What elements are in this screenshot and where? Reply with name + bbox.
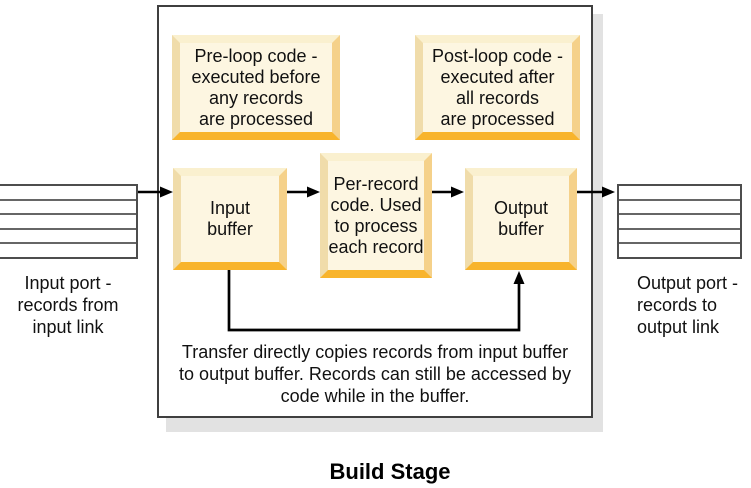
per-record-code-text: Per-record — [333, 173, 419, 194]
post-loop-code-text: Post-loop code - — [431, 45, 564, 66]
record-row — [619, 215, 740, 230]
output-port-label-line: Output port - — [637, 273, 739, 293]
pre-loop-code-text: are processed — [198, 108, 314, 129]
output-port-records — [617, 184, 742, 259]
output-port-label: Output port - records to output link — [637, 272, 751, 338]
record-row — [0, 230, 136, 245]
record-row — [0, 186, 136, 201]
output-port-label-line: records to — [637, 295, 718, 315]
input-port-label: Input port - records from input link — [0, 272, 136, 338]
input-buffer-text: buffer — [207, 219, 253, 239]
per-record-code-text: code. Used — [330, 194, 422, 215]
transfer-note: Transfer directly copies records from in… — [157, 341, 593, 407]
input-buffer-text: Input — [209, 198, 251, 218]
record-row — [0, 215, 136, 230]
output-port-label-line: output link — [637, 317, 720, 337]
per-record-code-text: to process — [334, 215, 418, 236]
output-buffer-text: Output — [493, 198, 549, 218]
transfer-note-line: Transfer directly copies records from in… — [181, 342, 569, 362]
input-port-label-line: input link — [32, 317, 104, 337]
pre-loop-code-text: executed before — [191, 66, 321, 87]
output-buffer-text: buffer — [498, 219, 544, 239]
output-buffer-box: Output buffer — [465, 168, 577, 270]
input-port-label-line: Input port - — [24, 273, 112, 293]
post-loop-code-text: all records — [455, 87, 540, 108]
input-port-label-line: records from — [17, 295, 119, 315]
per-record-code-text: each record — [328, 236, 424, 257]
transfer-note-line: code while in the buffer. — [280, 386, 470, 406]
record-row — [619, 186, 740, 201]
record-row — [619, 201, 740, 216]
record-row — [0, 201, 136, 216]
post-loop-code-text: are processed — [440, 108, 555, 129]
record-row — [619, 244, 740, 257]
pre-loop-code-box: Pre-loop code - executed before any reco… — [172, 35, 340, 140]
post-loop-code-box: Post-loop code - executed after all reco… — [415, 35, 580, 140]
pre-loop-code-text: any records — [208, 87, 304, 108]
per-record-code-box: Per-record code. Used to process each re… — [320, 153, 432, 278]
diagram-title: Build Stage — [329, 459, 451, 484]
post-loop-code-text: executed after — [440, 66, 555, 87]
transfer-note-line: to output buffer. Records can still be a… — [179, 364, 571, 384]
record-row — [0, 244, 136, 257]
pre-loop-code-text: Pre-loop code - — [194, 45, 318, 66]
record-row — [619, 230, 740, 245]
input-buffer-box: Input buffer — [173, 168, 287, 270]
input-port-records — [0, 184, 138, 259]
